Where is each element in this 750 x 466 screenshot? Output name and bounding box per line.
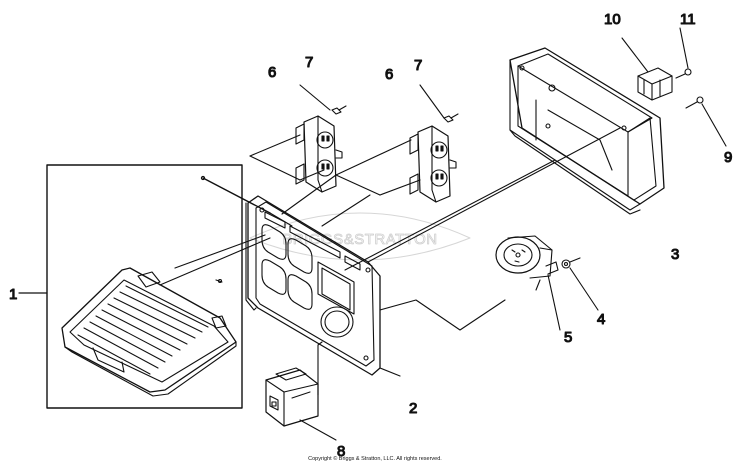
callout-7-right: 7 xyxy=(414,57,422,74)
callout-8: 8 xyxy=(337,443,345,460)
twistlock-receptacle-part-5 xyxy=(495,235,561,331)
screw-part-9 xyxy=(685,96,727,147)
outlet-cover xyxy=(61,267,237,397)
callout-9: 9 xyxy=(724,149,732,166)
callout-1: 1 xyxy=(9,286,17,303)
callout-4: 4 xyxy=(597,311,605,328)
copyright-notice: Copyright © Briggs & Stratton, LLC. All … xyxy=(308,456,442,462)
callout-6-right: 6 xyxy=(385,66,393,83)
nut-part-4 xyxy=(561,257,599,311)
assembly-leader-lines xyxy=(249,127,621,377)
cover-detail-frame xyxy=(46,164,243,409)
screw-part-7-right xyxy=(419,84,459,123)
callout-11: 11 xyxy=(680,11,696,28)
callout-6-left: 6 xyxy=(268,64,276,81)
duplex-outlet-part-6-left xyxy=(295,115,343,193)
screw-part-11 xyxy=(675,27,692,79)
screw-part-7-left xyxy=(299,84,347,115)
faceplate-opening-4 xyxy=(287,274,313,310)
faceplate-opening-2 xyxy=(287,238,313,274)
callout-10: 10 xyxy=(604,11,621,28)
faceplate-round-opening xyxy=(320,306,354,338)
callout-3: 3 xyxy=(671,246,679,263)
circuit-breaker-part-8 xyxy=(265,341,337,441)
terminal-block-part-10 xyxy=(621,37,673,101)
callout-7-left: 7 xyxy=(305,54,313,71)
faceplate-square-opening xyxy=(317,261,355,315)
faceplate-opening-1 xyxy=(261,224,287,260)
cover-assembly-part-1 xyxy=(18,164,293,409)
callout-5: 5 xyxy=(564,329,572,346)
duplex-outlet-part-6-right xyxy=(409,125,457,203)
faceplate-opening-3 xyxy=(261,259,287,295)
housing-part-3 xyxy=(509,47,665,215)
faceplate-part-2 xyxy=(245,195,381,376)
hinge-pin xyxy=(200,175,271,284)
callout-2: 2 xyxy=(409,400,417,417)
